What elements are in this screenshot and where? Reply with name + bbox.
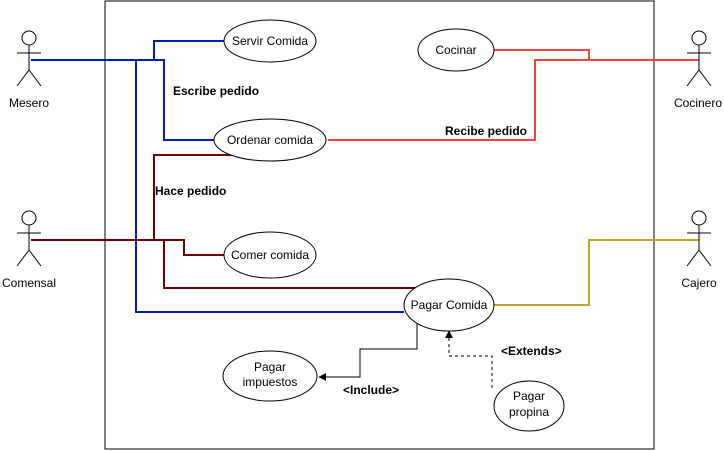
use-case-servir-comida: Servir Comida bbox=[223, 19, 317, 63]
use-case-label: Pagar Comida bbox=[411, 298, 488, 312]
edge-mesero-ordenar bbox=[31, 59, 214, 141]
use-case-comer-comida: Comer comida bbox=[223, 231, 317, 279]
use-case-label: Servir Comida bbox=[232, 34, 308, 48]
use-case-label: Ordenar comida bbox=[227, 133, 313, 147]
use-case-label: Cocinar bbox=[435, 43, 476, 57]
comensal-associations bbox=[31, 154, 416, 289]
actor-mesero: Mesero bbox=[9, 30, 49, 110]
mesero-associations bbox=[31, 40, 404, 313]
actor-label: Cajero bbox=[681, 276, 717, 290]
edge-comensal-comer bbox=[31, 239, 224, 256]
actor-comensal: Comensal bbox=[2, 210, 56, 290]
use-case-label: Comer comida bbox=[231, 248, 309, 262]
actor-cocinero: Cocinero bbox=[674, 30, 722, 110]
use-case-cocinar: Cocinar bbox=[417, 28, 495, 72]
edge-cocinero-ordenar bbox=[328, 59, 699, 141]
stick-figure-icon bbox=[686, 30, 712, 87]
edge-cajero-pagar bbox=[494, 239, 699, 306]
use-case-pagar-propina: Pagar propina bbox=[493, 380, 565, 432]
label-include: <Include> bbox=[343, 383, 399, 397]
system-boundary bbox=[104, 0, 655, 450]
edge-comensal-pagar bbox=[31, 239, 416, 289]
cocinero-associations bbox=[328, 49, 699, 141]
actor-label: Comensal bbox=[2, 276, 56, 290]
label-recibe-pedido: Recibe pedido bbox=[445, 124, 527, 138]
actor-label: Mesero bbox=[9, 96, 49, 110]
label-hace-pedido: Hace pedido bbox=[155, 184, 226, 198]
use-case-label-line-2: propina bbox=[509, 405, 549, 419]
edge-mesero-pagar bbox=[31, 59, 404, 313]
label-extends: <Extends> bbox=[501, 344, 562, 358]
use-case-pagar-comida: Pagar Comida bbox=[403, 278, 495, 332]
edge-cocinero-cocinar bbox=[493, 49, 699, 61]
use-case-pagar-impuestos: Pagar impuestos bbox=[222, 350, 318, 402]
stick-figure-icon bbox=[16, 210, 42, 267]
use-case-ordenar-comida: Ordenar comida bbox=[213, 118, 327, 162]
actor-label: Cocinero bbox=[674, 96, 722, 110]
label-escribe-pedido: Escribe pedido bbox=[173, 84, 259, 98]
stick-figure-icon bbox=[16, 30, 42, 87]
use-case-label-line-1: Pagar bbox=[513, 389, 545, 403]
actor-cajero: Cajero bbox=[681, 210, 717, 290]
use-case-label-line-1: Pagar bbox=[254, 360, 286, 374]
edge-extends bbox=[445, 330, 493, 388]
edge-include bbox=[318, 322, 418, 381]
stick-figure-icon bbox=[686, 210, 712, 267]
cajero-associations bbox=[494, 239, 699, 306]
edge-mesero-servir bbox=[31, 40, 224, 61]
use-case-label-line-2: impuestos bbox=[243, 375, 298, 389]
